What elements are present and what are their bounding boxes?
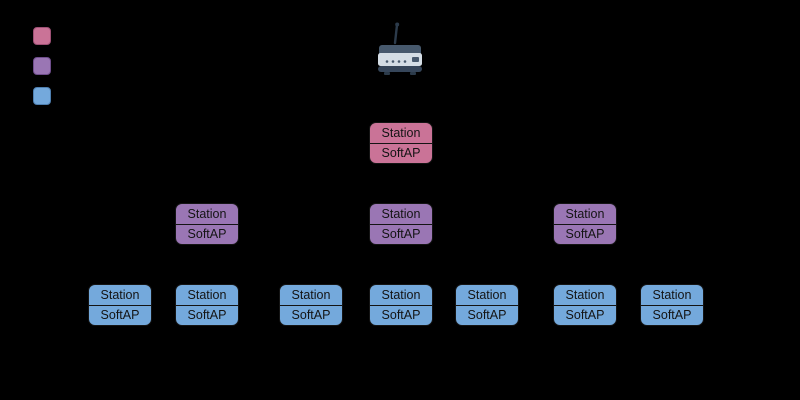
node-leaf-7: Station SoftAP — [640, 284, 704, 326]
legend-swatch-root-node — [33, 27, 51, 45]
node-root: Station SoftAP — [369, 122, 433, 164]
softap-label: SoftAP — [565, 308, 605, 323]
softap-label: SoftAP — [565, 227, 605, 242]
softap-label: SoftAP — [291, 308, 331, 323]
softap-section: SoftAP — [89, 305, 151, 325]
softap-label: SoftAP — [187, 308, 227, 323]
station-section: Station — [89, 285, 151, 305]
softap-section: SoftAP — [456, 305, 518, 325]
station-label: Station — [565, 287, 605, 302]
node-leaf-5: Station SoftAP — [455, 284, 519, 326]
softap-label: SoftAP — [381, 227, 421, 242]
softap-label: SoftAP — [467, 308, 507, 323]
station-section: Station — [554, 285, 616, 305]
node-leaf-4: Station SoftAP — [369, 284, 433, 326]
station-section: Station — [554, 204, 616, 224]
station-section: Station — [641, 285, 703, 305]
node-leaf-2: Station SoftAP — [175, 284, 239, 326]
station-label: Station — [100, 287, 140, 302]
softap-section: SoftAP — [370, 143, 432, 163]
station-section: Station — [176, 204, 238, 224]
softap-label: SoftAP — [381, 146, 421, 161]
node-leaf-1: Station SoftAP — [88, 284, 152, 326]
softap-section: SoftAP — [176, 224, 238, 244]
node-leaf-6: Station SoftAP — [553, 284, 617, 326]
node-leaf-3: Station SoftAP — [279, 284, 343, 326]
station-label: Station — [381, 206, 421, 221]
station-label: Station — [187, 287, 227, 302]
softap-label: SoftAP — [187, 227, 227, 242]
station-section: Station — [176, 285, 238, 305]
station-label: Station — [467, 287, 507, 302]
softap-section: SoftAP — [554, 305, 616, 325]
station-label: Station — [381, 125, 421, 140]
station-section: Station — [456, 285, 518, 305]
station-label: Station — [381, 287, 421, 302]
softap-section: SoftAP — [554, 224, 616, 244]
softap-section: SoftAP — [176, 305, 238, 325]
softap-label: SoftAP — [652, 308, 692, 323]
softap-label: SoftAP — [100, 308, 140, 323]
node-intermediate-2: Station SoftAP — [369, 203, 433, 245]
station-label: Station — [291, 287, 331, 302]
station-label: Station — [187, 206, 227, 221]
station-section: Station — [370, 285, 432, 305]
legend-swatch-leaf-node — [33, 87, 51, 105]
station-section: Station — [370, 123, 432, 143]
station-section: Station — [370, 204, 432, 224]
softap-section: SoftAP — [370, 224, 432, 244]
softap-section: SoftAP — [641, 305, 703, 325]
softap-section: SoftAP — [280, 305, 342, 325]
node-intermediate-3: Station SoftAP — [553, 203, 617, 245]
wifi-router-icon — [374, 20, 426, 78]
station-label: Station — [652, 287, 692, 302]
node-intermediate-1: Station SoftAP — [175, 203, 239, 245]
station-section: Station — [280, 285, 342, 305]
softap-label: SoftAP — [381, 308, 421, 323]
legend-swatch-intermediate-parent-node — [33, 57, 51, 75]
station-label: Station — [565, 206, 605, 221]
softap-section: SoftAP — [370, 305, 432, 325]
